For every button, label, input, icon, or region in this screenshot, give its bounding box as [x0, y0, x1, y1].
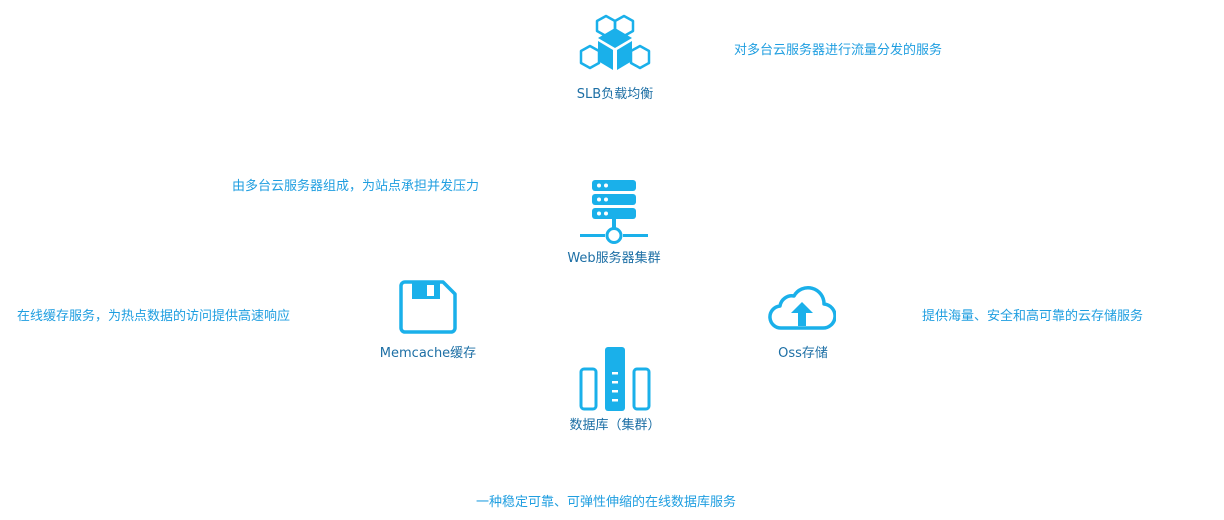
floppy-disk-icon [399, 280, 457, 334]
cloud-upload-icon [768, 282, 836, 332]
db-name: 数据库（集群） [569, 418, 661, 433]
db-description: 一种稳定可靠、可弹性伸缩的在线数据库服务 [476, 495, 737, 510]
server-cluster-icon [580, 178, 648, 248]
database-cluster-icon [578, 345, 652, 413]
slb-description: 对多台云服务器进行流量分发的服务 [734, 43, 943, 58]
oss-description: 提供海量、安全和高可靠的云存储服务 [922, 309, 1144, 324]
web-name: Web服务器集群 [567, 251, 661, 266]
slb-icon [578, 14, 652, 78]
memcache-name: Memcache缓存 [379, 346, 477, 361]
memcache-description: 在线缓存服务，为热点数据的访问提供高速响应 [17, 309, 291, 324]
oss-name: Oss存储 [778, 346, 828, 361]
web-description: 由多台云服务器组成，为站点承担并发压力 [232, 179, 480, 194]
slb-name: SLB负载均衡 [576, 87, 654, 102]
